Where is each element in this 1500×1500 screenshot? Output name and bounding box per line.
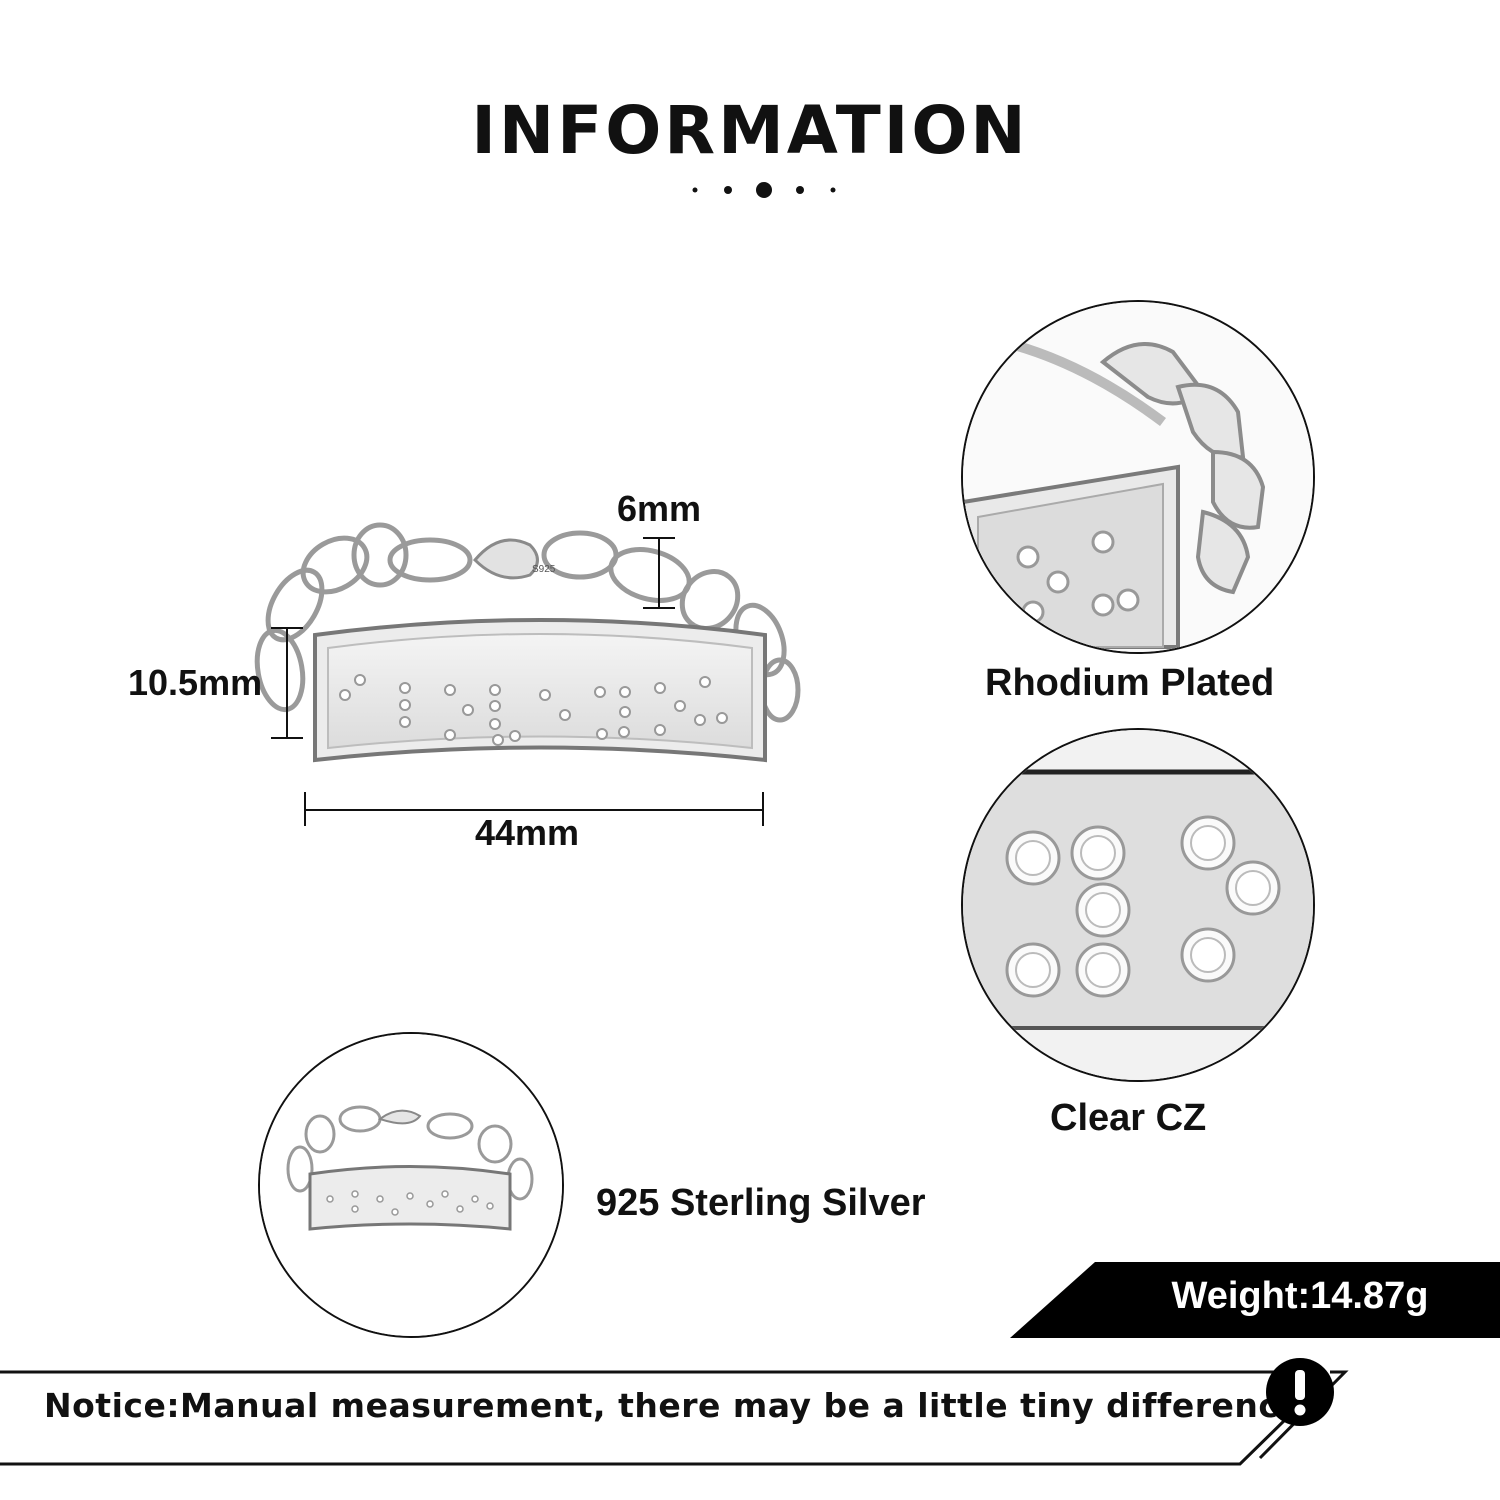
weight-banner — [1010, 1262, 1500, 1338]
title-dots-divider — [692, 182, 836, 198]
notice-text: Notice:Manual measurement, there may be … — [44, 1386, 1315, 1425]
stones-closeup-image — [961, 728, 1315, 1082]
feature-label-silver: 925 Sterling Silver — [596, 1182, 926, 1224]
plate-width-label: 44mm — [475, 812, 580, 853]
chain-width-label: 6mm — [617, 488, 702, 529]
bracelet-thumbnail-image — [258, 1032, 564, 1338]
dimension-lines — [271, 537, 764, 826]
feature-label-rhodium: Rhodium Plated — [985, 662, 1275, 704]
page-title: INFORMATION — [471, 92, 1029, 169]
feature-label-cz: Clear CZ — [1050, 1097, 1207, 1139]
chain-closeup-image — [961, 300, 1315, 654]
exclamation-icon — [1266, 1358, 1334, 1426]
s925-stamp: S925 — [532, 564, 556, 575]
weight-label: Weight:14.87g — [1171, 1275, 1429, 1317]
plate-height-label: 10.5mm — [128, 662, 263, 703]
notice-frame — [0, 1370, 1349, 1466]
bracelet-main-image: S925 — [254, 522, 801, 763]
